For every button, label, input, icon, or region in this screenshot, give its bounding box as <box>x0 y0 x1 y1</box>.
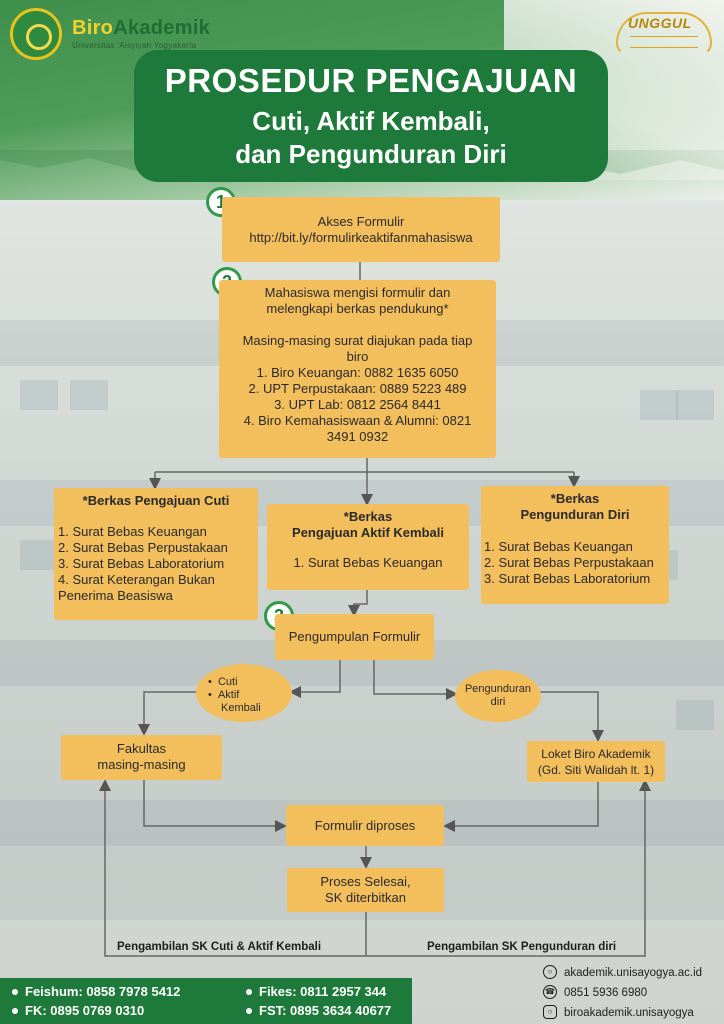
university-seal-logo <box>10 8 62 60</box>
access-form-box: Akses Formulir http://bit.ly/formulirkea… <box>222 197 500 262</box>
connector-to-ellipse-left <box>289 660 341 698</box>
berkas-aktif-title-2: Pengajuan Aktif Kembali <box>292 525 444 540</box>
berkas-cuti-title: *Berkas Pengajuan Cuti <box>82 493 230 508</box>
ellipse-cuti-aktif: • Cuti • Aktif Kembali <box>196 664 292 722</box>
fill-form-item: 3. UPT Lab: 0812 2564 8441 <box>274 397 441 412</box>
berkas-cuti-item: 2. Surat Bebas Perpustakaan <box>58 540 228 555</box>
berkas-aktif-title-1: *Berkas <box>343 509 393 524</box>
title-banner: PROSEDUR PENGAJUAN Cuti, Aktif Kembali, … <box>134 50 608 182</box>
fill-form-line-2: melengkapi berkas pendukung* <box>266 301 449 316</box>
fill-form-line-3: Masing-masing surat diajukan pada tiap <box>242 333 473 348</box>
instagram-icon: ○ <box>543 1005 557 1019</box>
contact-instagram[interactable]: ○biroakademik.unisayogya <box>543 1005 694 1020</box>
title-line-2: Cuti, Aktif Kembali, <box>252 106 490 136</box>
connector-to-pengumpulan <box>348 590 368 617</box>
brand-logo: BiroAkademik Universitas 'Aisyiyah Yogya… <box>72 17 210 50</box>
selesai-line-1: Proses Selesai, <box>320 874 411 889</box>
loket-line-1: Loket Biro Akademik <box>541 747 651 761</box>
phone-icon: ☎ <box>543 985 557 999</box>
pickup-label-right: Pengambilan SK Pengunduran diri <box>427 941 617 953</box>
footer-fk: FK: 0895 0769 0310 <box>12 1003 144 1018</box>
berkas-cuti-item: 3. Surat Bebas Laboratorium <box>58 556 225 571</box>
ellipse-kembali-item: Kembali <box>221 702 261 714</box>
brand-name-part2: Akademik <box>113 17 211 39</box>
unggul-accreditation-logo: UNGGUL <box>616 12 712 56</box>
fill-form-item: 1. Biro Keuangan: 0882 1635 6050 <box>256 365 459 380</box>
connector-to-ellipse-right <box>373 660 458 700</box>
connector-pickup-right <box>366 779 651 957</box>
footer-fst: FST: 0895 3634 40677 <box>246 1003 391 1018</box>
footer-feishum: Feishum: 0858 7978 5412 <box>12 984 180 999</box>
ellipse-pengunduran: Pengunduran diri <box>455 670 541 722</box>
fill-form-box: Mahasiswa mengisi formulir dan melengkap… <box>219 280 496 458</box>
loket-line-2: (Gd. Siti Walidah lt. 1) <box>537 763 655 777</box>
access-form-link[interactable]: http://bit.ly/formulirkeaktifanmahasiswa <box>249 230 473 245</box>
selesai-box: Proses Selesai, SK diterbitkan <box>287 868 444 912</box>
berkas-cuti-item: 4. Surat Keterangan Bukan <box>58 572 215 587</box>
fill-form-item: 2. UPT Perpustakaan: 0889 5223 489 <box>248 381 467 396</box>
berkas-undur-item: 3. Surat Bebas Laboratorium <box>484 571 651 586</box>
contact-web[interactable]: ○akademik.unisayogya.ac.id <box>543 965 702 980</box>
loket-box: Loket Biro Akademik (Gd. Siti Walidah lt… <box>527 741 665 782</box>
title-line-3: dan Pengunduran Diri <box>235 139 507 169</box>
connector-to-loket <box>540 691 604 742</box>
fakultas-box: Fakultas masing-masing <box>61 735 222 780</box>
ellipse-aktif-item: • Aktif <box>208 689 240 701</box>
berkas-undur-title-2: Pengunduran Diri <box>520 507 630 522</box>
pengumpulan-box: Pengumpulan Formulir <box>275 614 434 660</box>
fakultas-line-2: masing-masing <box>97 757 186 772</box>
globe-icon: ○ <box>543 965 557 979</box>
connector-pickup-left <box>99 779 366 957</box>
berkas-cuti-item: Penerima Beasiswa <box>58 588 173 603</box>
access-form-title: Akses Formulir <box>317 214 405 229</box>
berkas-aktif-item: 1. Surat Bebas Keuangan <box>293 555 443 570</box>
berkas-undur-box: *Berkas Pengunduran Diri 1. Surat Bebas … <box>481 486 669 604</box>
berkas-undur-item: 1. Surat Bebas Keuangan <box>484 539 633 554</box>
footer-fikes: Fikes: 0811 2957 344 <box>246 984 386 999</box>
fill-form-item: 4. Biro Kemahasiswaan & Alumni: 0821 <box>243 413 472 428</box>
berkas-undur-item: 2. Surat Bebas Perpustakaan <box>484 555 654 570</box>
ellipse-cuti-item: • Cuti <box>208 676 238 688</box>
diproses-box: Formulir diproses <box>286 805 444 846</box>
connector-fakultas-to-proses <box>143 780 287 832</box>
contact-phone[interactable]: ☎0851 5936 6980 <box>543 985 647 1000</box>
unggul-logo-text: UNGGUL <box>628 15 692 31</box>
selesai-line-2: SK diterbitkan <box>325 890 406 905</box>
fill-form-line-4: biro <box>346 349 369 364</box>
brand-name-part1: Biro <box>72 17 114 39</box>
connector-to-fakultas <box>138 691 196 736</box>
berkas-aktif-box: *Berkas Pengajuan Aktif Kembali 1. Surat… <box>267 504 469 590</box>
ellipse-pengunduran-line-1: Pengunduran <box>464 683 532 695</box>
connector-loket-to-proses <box>443 782 599 832</box>
berkas-cuti-box: *Berkas Pengajuan Cuti 1. Surat Bebas Ke… <box>54 488 258 620</box>
brand-subtitle: Universitas 'Aisyiyah Yogyakarta <box>72 41 197 50</box>
pickup-label-left: Pengambilan SK Cuti & Aktif Kembali <box>117 941 322 953</box>
fill-form-line-1: Mahasiswa mengisi formulir dan <box>264 285 451 300</box>
footer-contacts-bar <box>0 978 412 1024</box>
ellipse-pengunduran-line-2: diri <box>490 696 506 708</box>
fill-form-item: 3491 0932 <box>326 429 389 444</box>
berkas-undur-title-1: *Berkas <box>550 491 600 506</box>
berkas-cuti-item: 1. Surat Bebas Keuangan <box>58 524 207 539</box>
brand-name: BiroAkademik <box>72 17 210 40</box>
title-line-1: PROSEDUR PENGAJUAN <box>164 62 578 99</box>
fakultas-line-1: Fakultas <box>116 741 167 756</box>
